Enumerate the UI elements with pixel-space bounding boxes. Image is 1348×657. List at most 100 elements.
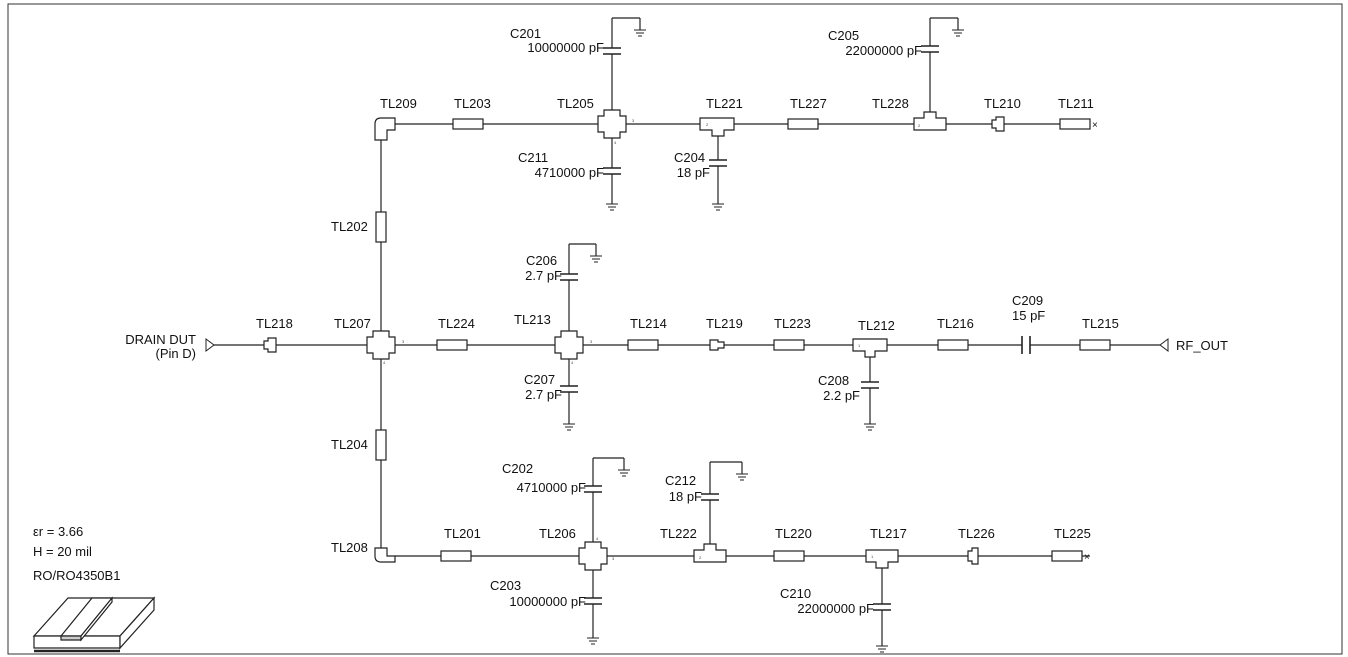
capacitor-C207 bbox=[560, 359, 578, 424]
label-TL208: TL208 bbox=[331, 540, 368, 555]
label-C206: C206 bbox=[526, 253, 557, 268]
substrate-material: RO/RO4350B1 bbox=[33, 568, 120, 583]
label-TL220: TL220 bbox=[775, 526, 812, 541]
value-C212: 18 pF bbox=[669, 489, 702, 504]
value-C205: 22000000 pF bbox=[845, 43, 922, 58]
label-TL227: TL227 bbox=[790, 96, 827, 111]
label-TL205: TL205 bbox=[557, 96, 594, 111]
label-TL213: TL213 bbox=[514, 312, 551, 327]
value-C208: 2.2 pF bbox=[823, 388, 860, 403]
label-TL223: TL223 bbox=[774, 316, 811, 331]
ground-symbols bbox=[563, 29, 964, 653]
label-C211: C211 bbox=[518, 150, 548, 165]
svg-text:4: 4 bbox=[596, 536, 599, 541]
label-TL221: TL221 bbox=[706, 96, 743, 111]
substrate-icon bbox=[32, 596, 156, 653]
bend-TL208 bbox=[374, 547, 396, 563]
svg-text:3: 3 bbox=[612, 556, 615, 561]
label-TL201: TL201 bbox=[444, 526, 481, 541]
label-TL206: TL206 bbox=[539, 526, 576, 541]
bend-TL209 bbox=[374, 117, 396, 141]
label-C210: C210 bbox=[780, 586, 811, 601]
label-TL207: TL207 bbox=[334, 316, 371, 331]
capacitor-C204 bbox=[709, 136, 727, 204]
label-TL215: TL215 bbox=[1082, 316, 1119, 331]
tee-TL217: 1 bbox=[865, 549, 899, 569]
label-TL219: TL219 bbox=[706, 316, 743, 331]
schematic-border bbox=[7, 3, 1343, 655]
label-TL226: TL226 bbox=[958, 526, 995, 541]
tee-TL222: 2 bbox=[693, 543, 727, 563]
label-TL210: TL210 bbox=[984, 96, 1021, 111]
tee-TL228: 2 bbox=[913, 111, 947, 131]
label-TL225: TL225 bbox=[1054, 526, 1091, 541]
label-TL214: TL214 bbox=[630, 316, 667, 331]
tee-TL212: 1 bbox=[852, 338, 888, 358]
cross-TL206: 43 bbox=[578, 536, 615, 571]
capacitor-C208 bbox=[861, 357, 879, 424]
label-TL217: TL217 bbox=[870, 526, 907, 541]
capacitor-labels: C201 10000000 pF C205 22000000 pF C211 4… bbox=[490, 26, 1045, 616]
steps bbox=[263, 116, 1048, 565]
capacitor-C212 bbox=[701, 461, 743, 544]
capacitor-C211 bbox=[603, 138, 621, 204]
svg-text:4: 4 bbox=[614, 140, 617, 145]
value-C201: 10000000 pF bbox=[527, 40, 604, 55]
value-C206: 2.7 pF bbox=[525, 268, 562, 283]
capacitor-C201 bbox=[603, 17, 641, 110]
label-TL212: TL212 bbox=[858, 318, 895, 333]
label-TL224: TL224 bbox=[438, 316, 475, 331]
cross-TL207: 34 bbox=[366, 330, 405, 365]
label-C208: C208 bbox=[818, 373, 849, 388]
label-C205: C205 bbox=[828, 28, 859, 43]
cross-TL205: 34 bbox=[597, 109, 635, 145]
label-TL228: TL228 bbox=[872, 96, 909, 111]
label-C212: C212 bbox=[665, 473, 696, 488]
tee-TL221: 2 bbox=[699, 117, 735, 137]
svg-text:3: 3 bbox=[590, 339, 593, 344]
label-TL203: TL203 bbox=[454, 96, 491, 111]
svg-text:1: 1 bbox=[858, 343, 861, 348]
capacitor-C210 bbox=[873, 568, 891, 646]
label-C202: C202 bbox=[502, 461, 533, 476]
value-C204: 18 pF bbox=[677, 165, 710, 180]
input-port-label: DRAIN DUT bbox=[125, 332, 196, 347]
substrate-er: εr = 3.66 bbox=[33, 524, 83, 539]
capacitor-C203 bbox=[584, 570, 602, 638]
capacitor-C205 bbox=[921, 17, 959, 112]
label-TL202: TL202 bbox=[331, 219, 368, 234]
value-C209: 15 pF bbox=[1012, 308, 1045, 323]
label-C203: C203 bbox=[490, 578, 521, 593]
label-TL204: TL204 bbox=[331, 437, 368, 452]
value-C211: 4710000 pF bbox=[535, 165, 604, 180]
capacitor-C209 bbox=[1021, 336, 1031, 354]
svg-text:2: 2 bbox=[918, 123, 921, 128]
svg-text:2: 2 bbox=[699, 555, 702, 560]
value-C203: 10000000 pF bbox=[509, 594, 586, 609]
open-end-bottom: × bbox=[1084, 552, 1090, 563]
tline-labels: TL209 TL203 TL205 TL221 TL227 TL228 TL21… bbox=[256, 96, 1119, 555]
svg-text:1: 1 bbox=[871, 554, 874, 559]
output-port-icon bbox=[1159, 338, 1169, 352]
substrate-h: H = 20 mil bbox=[33, 544, 92, 559]
line-segments bbox=[375, 118, 1111, 562]
label-C204: C204 bbox=[674, 150, 705, 165]
value-C207: 2.7 pF bbox=[525, 387, 562, 402]
svg-text:4: 4 bbox=[571, 360, 574, 365]
label-TL218: TL218 bbox=[256, 316, 293, 331]
svg-text:4: 4 bbox=[383, 360, 386, 365]
output-port-label: RF_OUT bbox=[1176, 338, 1228, 353]
capacitor-C202 bbox=[584, 457, 625, 542]
svg-text:2: 2 bbox=[706, 122, 709, 127]
label-C201: C201 bbox=[510, 26, 541, 41]
label-TL211: TL211 bbox=[1058, 96, 1094, 111]
svg-text:3: 3 bbox=[402, 339, 405, 344]
capacitor-C206 bbox=[560, 243, 597, 331]
open-end-top: × bbox=[1092, 120, 1098, 131]
substrate-info: εr = 3.66 H = 20 mil RO/RO4350B1 bbox=[33, 524, 120, 583]
input-port-icon bbox=[205, 338, 215, 352]
label-TL209: TL209 bbox=[380, 96, 417, 111]
label-TL222: TL222 bbox=[660, 526, 697, 541]
label-C209: C209 bbox=[1012, 293, 1043, 308]
